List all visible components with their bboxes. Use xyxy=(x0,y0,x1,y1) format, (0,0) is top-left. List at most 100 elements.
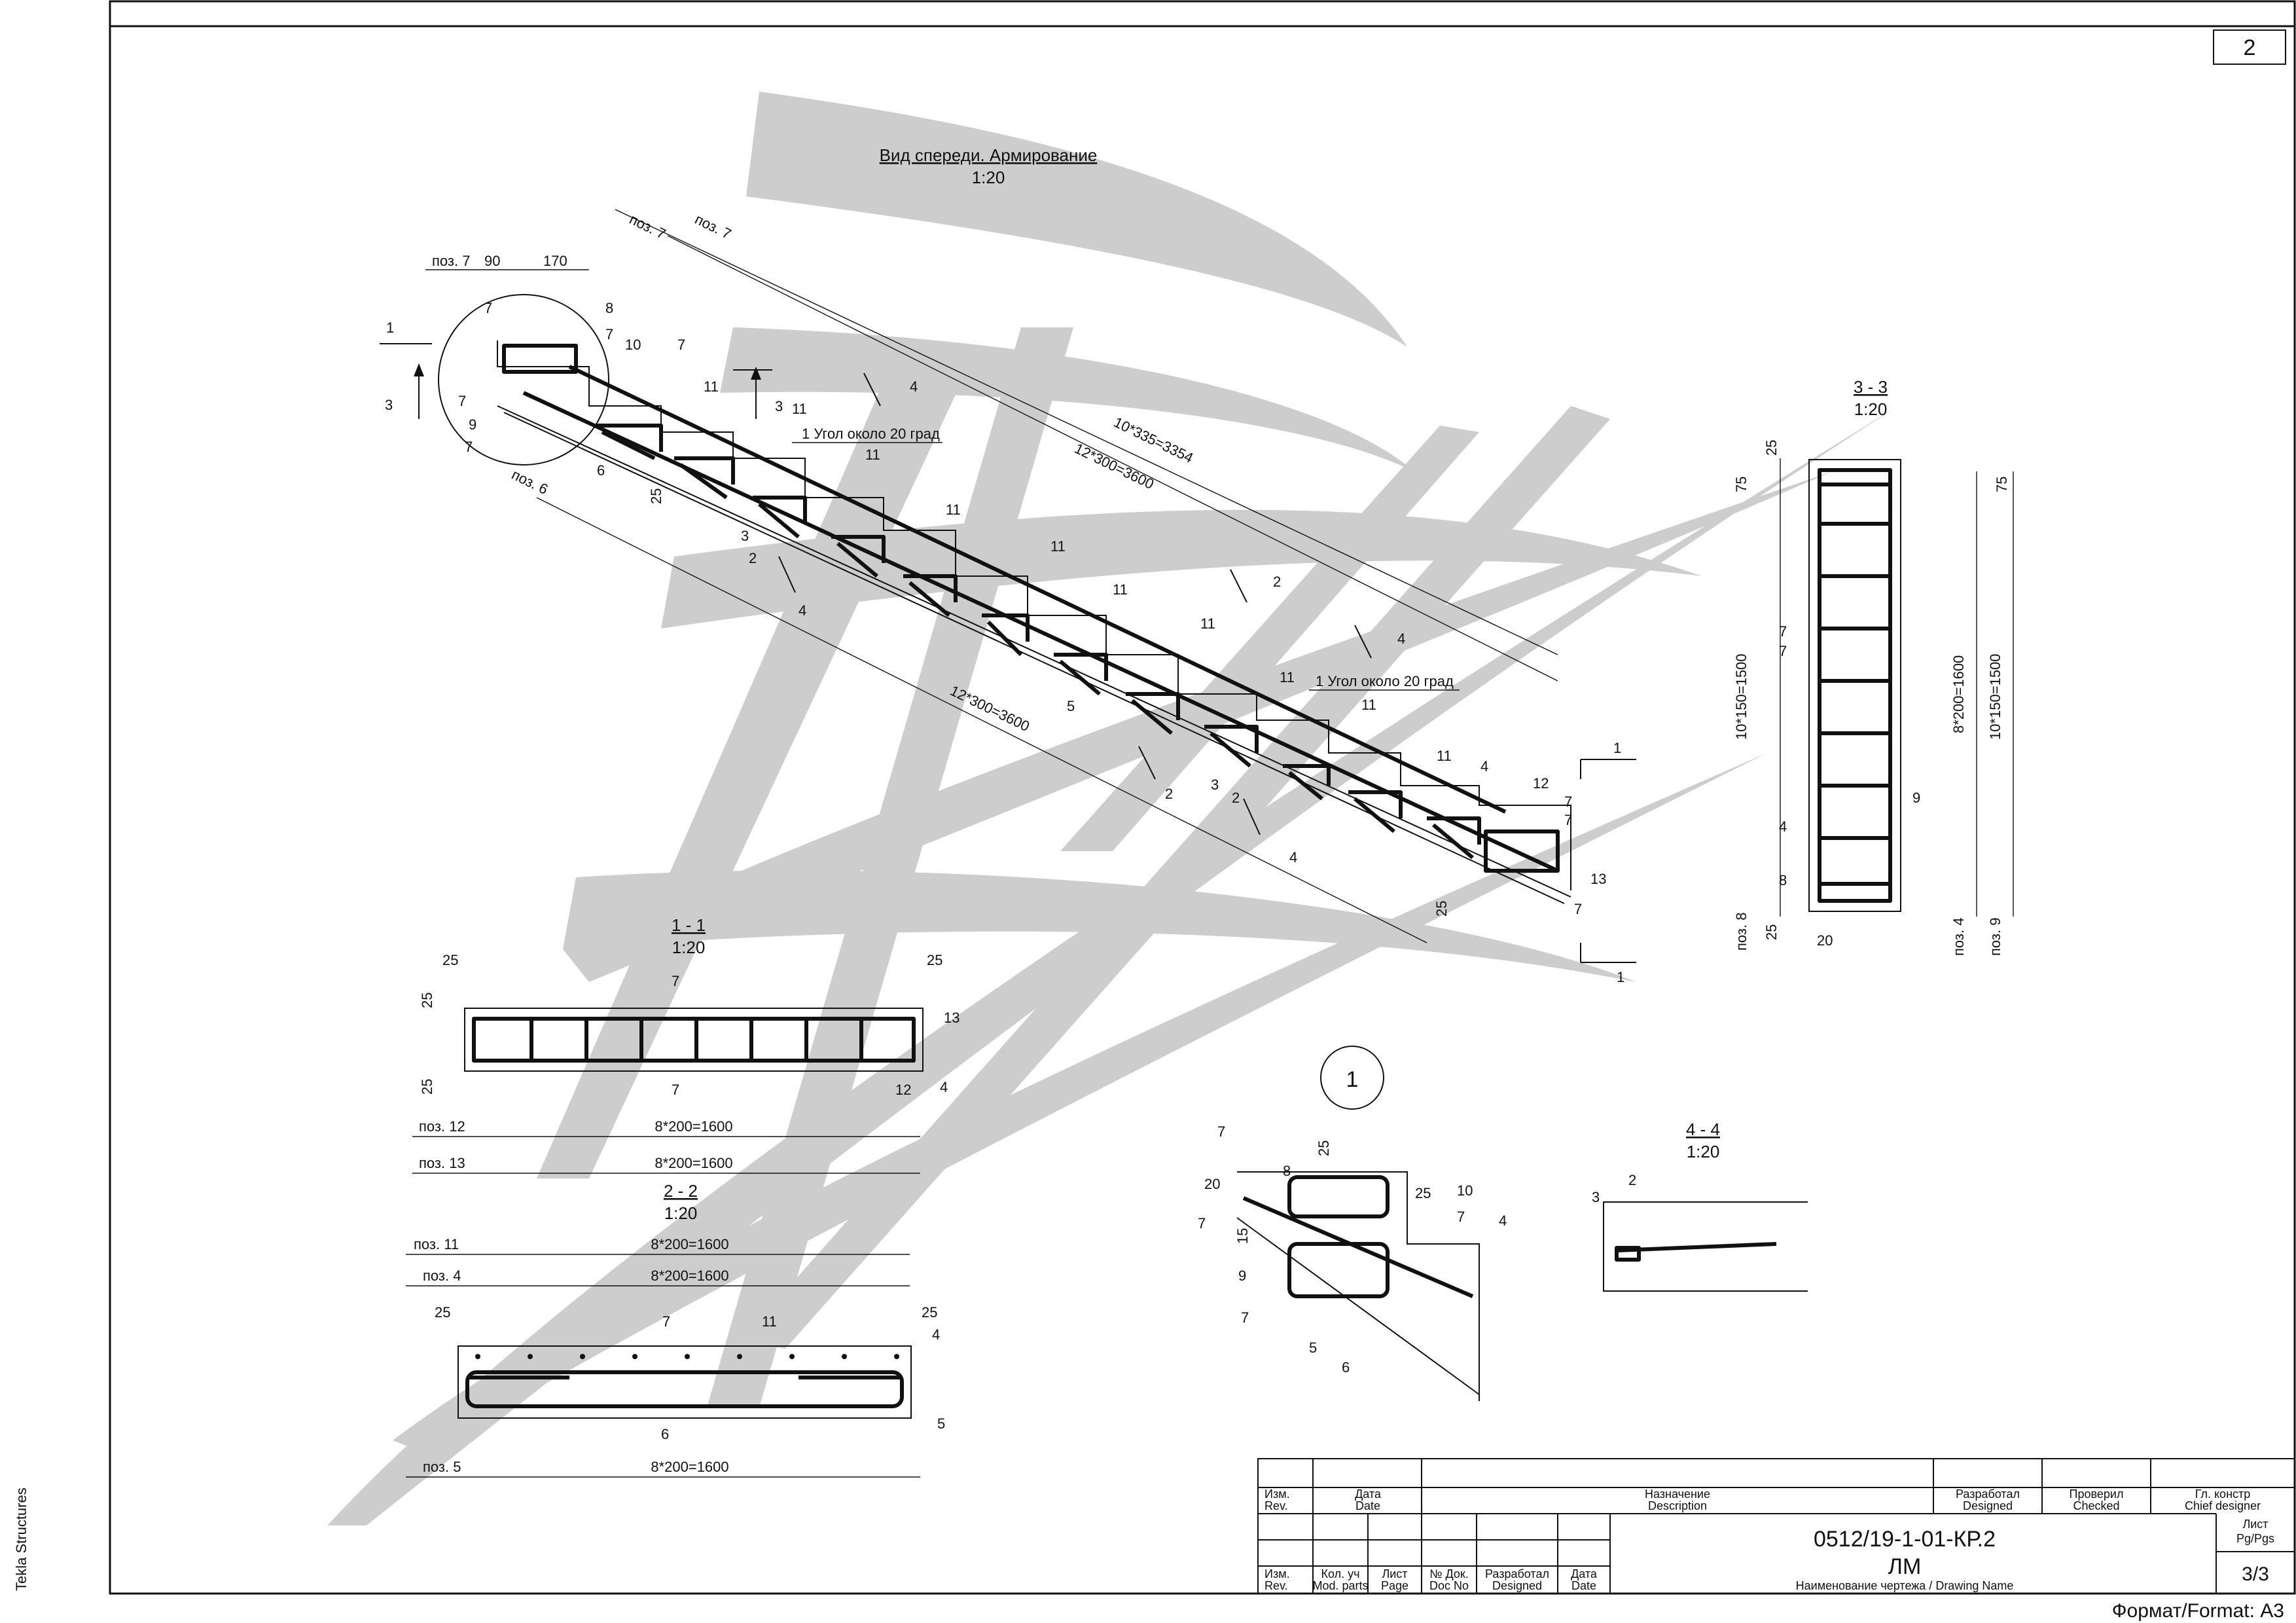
section-2-2-mark-6: 6 xyxy=(661,1426,669,1442)
section-2-2-scale: 1:20 xyxy=(664,1203,698,1223)
rebar-main-top xyxy=(568,365,1507,814)
svg-text:1: 1 xyxy=(386,319,394,336)
tb-date-en: Date xyxy=(1355,1499,1380,1512)
section-2-2-dim-25-a: 25 xyxy=(435,1304,450,1321)
section-2-2-title: 2 - 2 xyxy=(664,1181,698,1201)
tb-rev-en: Rev. xyxy=(1265,1499,1288,1512)
tb-drawing-name-caption: Наименование чертежа / Drawing Name xyxy=(1796,1579,2014,1592)
section-3-3-outline xyxy=(1808,459,1901,912)
svg-text:3: 3 xyxy=(1211,776,1219,793)
stair-soffit-lower xyxy=(503,412,1565,904)
poz7-left-label: поз. 7 xyxy=(432,253,470,269)
section-4-4-mark-3: 3 xyxy=(1592,1189,1600,1205)
tb-modparts-en: Mod. parts xyxy=(1312,1579,1368,1592)
poz7-label-a: поз. 7 xyxy=(627,211,668,242)
tb-page-ru: Лист xyxy=(1382,1567,1407,1580)
section-1-1-stirrup xyxy=(472,1017,916,1063)
section-markers: 1 3 3 4 4 2 4 2 4 1 1 xyxy=(380,319,1636,985)
section-3-3-title: 3 - 3 xyxy=(1854,377,1888,397)
tb-designed-en: Designed xyxy=(1963,1499,2013,1512)
svg-text:11: 11 xyxy=(1200,615,1215,632)
svg-text:6: 6 xyxy=(597,462,605,479)
detail-1-dim-25-right: 25 xyxy=(1415,1185,1431,1201)
detail-1-profile xyxy=(1237,1171,1480,1401)
svg-text:5: 5 xyxy=(1067,698,1075,714)
section-2-2-poz4-dim: 8*200=1600 xyxy=(651,1267,728,1284)
section-2-2: 2 - 2 1:20 поз. 11 8*200=1600 поз. 4 8*2… xyxy=(406,1181,945,1478)
svg-text:9: 9 xyxy=(469,416,476,433)
section-3-3-mark-4: 4 xyxy=(1779,818,1787,835)
svg-text:1: 1 xyxy=(1613,740,1621,756)
title-block: Изм. Rev. Дата Date Назначение Descripti… xyxy=(1257,1458,2295,1622)
detail-1-dim-15: 15 xyxy=(1234,1228,1251,1244)
svg-text:4: 4 xyxy=(910,378,918,395)
section-2-2-mark-11: 11 xyxy=(762,1313,777,1330)
section-1-1-title: 1 - 1 xyxy=(672,915,706,935)
svg-text:11: 11 xyxy=(1113,581,1128,598)
section-3-3: 3 - 3 1:20 10*150=1500 8*200=1600 10*150… xyxy=(1733,377,2014,956)
dim-line-bottom xyxy=(536,497,1427,943)
poz6-label: поз. 6 xyxy=(509,466,550,498)
section-2-2-dim-25-b: 25 xyxy=(922,1304,937,1321)
detail-1-mark-5: 5 xyxy=(1309,1340,1317,1356)
detail-1-mark-7b: 7 xyxy=(1198,1215,1206,1231)
section-3-3-mark-7a: 7 xyxy=(1779,623,1787,640)
tb-doc-name: ЛМ xyxy=(1888,1554,1922,1579)
tb-designed-ru: Разработал xyxy=(1956,1487,2020,1501)
detail-1-dim-25-top: 25 xyxy=(1316,1140,1332,1156)
section-1-1-mark-13: 13 xyxy=(944,1010,960,1026)
sheet-number: 2 xyxy=(2244,35,2256,60)
detail-1-dim-20: 20 xyxy=(1204,1176,1220,1192)
dim-170-label: 170 xyxy=(543,253,567,269)
section-1-1-poz12: поз. 12 xyxy=(419,1118,465,1135)
section-3-3-dim-20: 20 xyxy=(1817,932,1833,949)
section-1-1-mark-7-bottom: 7 xyxy=(672,1082,679,1098)
detail-1-callout: 1 xyxy=(1346,1067,1359,1092)
detail-1-mark-9: 9 xyxy=(1238,1267,1246,1284)
tb-modparts-ru: Кол. уч xyxy=(1321,1567,1360,1580)
tb-date-ru: Дата xyxy=(1355,1487,1382,1501)
section-2-2-mark-4: 4 xyxy=(932,1326,940,1343)
detail-1-stirrup-a xyxy=(1287,1175,1390,1218)
tb-docno-ru: № Док. xyxy=(1429,1567,1469,1580)
tekla-label: Tekla Structures xyxy=(13,1487,29,1591)
section-4-4-outline xyxy=(1603,1201,1808,1292)
svg-text:3: 3 xyxy=(741,528,749,544)
tb-rev2-ru: Изм. xyxy=(1265,1567,1290,1580)
sheet-frame xyxy=(109,0,2296,1595)
section-3-3-mark-7b: 7 xyxy=(1779,643,1787,659)
section-3-3-poz4: поз. 4 xyxy=(1950,918,1967,956)
front-view-scale: 1:20 xyxy=(972,168,1005,187)
detail-1-callout-circle xyxy=(1320,1046,1384,1110)
title-block-frame xyxy=(1257,1458,2295,1594)
section-1-1-mark-7-top: 7 xyxy=(672,973,679,989)
section-1-1-scale: 1:20 xyxy=(672,938,706,957)
section-4-4-mark-2: 2 xyxy=(1628,1172,1636,1188)
tb-pg-value: 3/3 xyxy=(2242,1563,2269,1585)
detail-1-mark-7c: 7 xyxy=(1241,1309,1249,1326)
svg-text:13: 13 xyxy=(1590,871,1606,887)
svg-text:12: 12 xyxy=(1533,775,1549,792)
section-3-3-poz8: поз. 8 xyxy=(1733,913,1749,951)
tb-desc-en: Description xyxy=(1648,1499,1707,1512)
tb-checked-en: Checked xyxy=(2073,1499,2119,1512)
tb-designed2-ru: Разработал xyxy=(1485,1567,1549,1580)
dim-line-top xyxy=(615,209,1558,655)
detail-1-mark-10: 10 xyxy=(1457,1182,1473,1199)
section-3-3-dim-25-bottom: 25 xyxy=(1763,924,1780,940)
svg-text:2: 2 xyxy=(1273,574,1281,590)
svg-text:4: 4 xyxy=(1480,758,1488,775)
detail-1-stirrup-b xyxy=(1287,1242,1390,1298)
rebar-steps xyxy=(596,424,1481,845)
svg-text:8: 8 xyxy=(605,300,613,316)
tb-chief-en: Chief designer xyxy=(2185,1499,2261,1512)
svg-text:11: 11 xyxy=(1437,748,1452,764)
section-3-3-mark-9: 9 xyxy=(1912,790,1920,806)
svg-text:10: 10 xyxy=(625,337,641,353)
section-3-3-stirrup xyxy=(1818,468,1892,903)
section-1-1-poz12-dim: 8*200=1600 xyxy=(655,1118,732,1135)
tb-chief-ru: Гл. констр xyxy=(2195,1487,2251,1501)
section-3-3-dim-75-left: 75 xyxy=(1733,477,1749,492)
section-3-3-poz9: поз. 9 xyxy=(1987,918,2003,956)
